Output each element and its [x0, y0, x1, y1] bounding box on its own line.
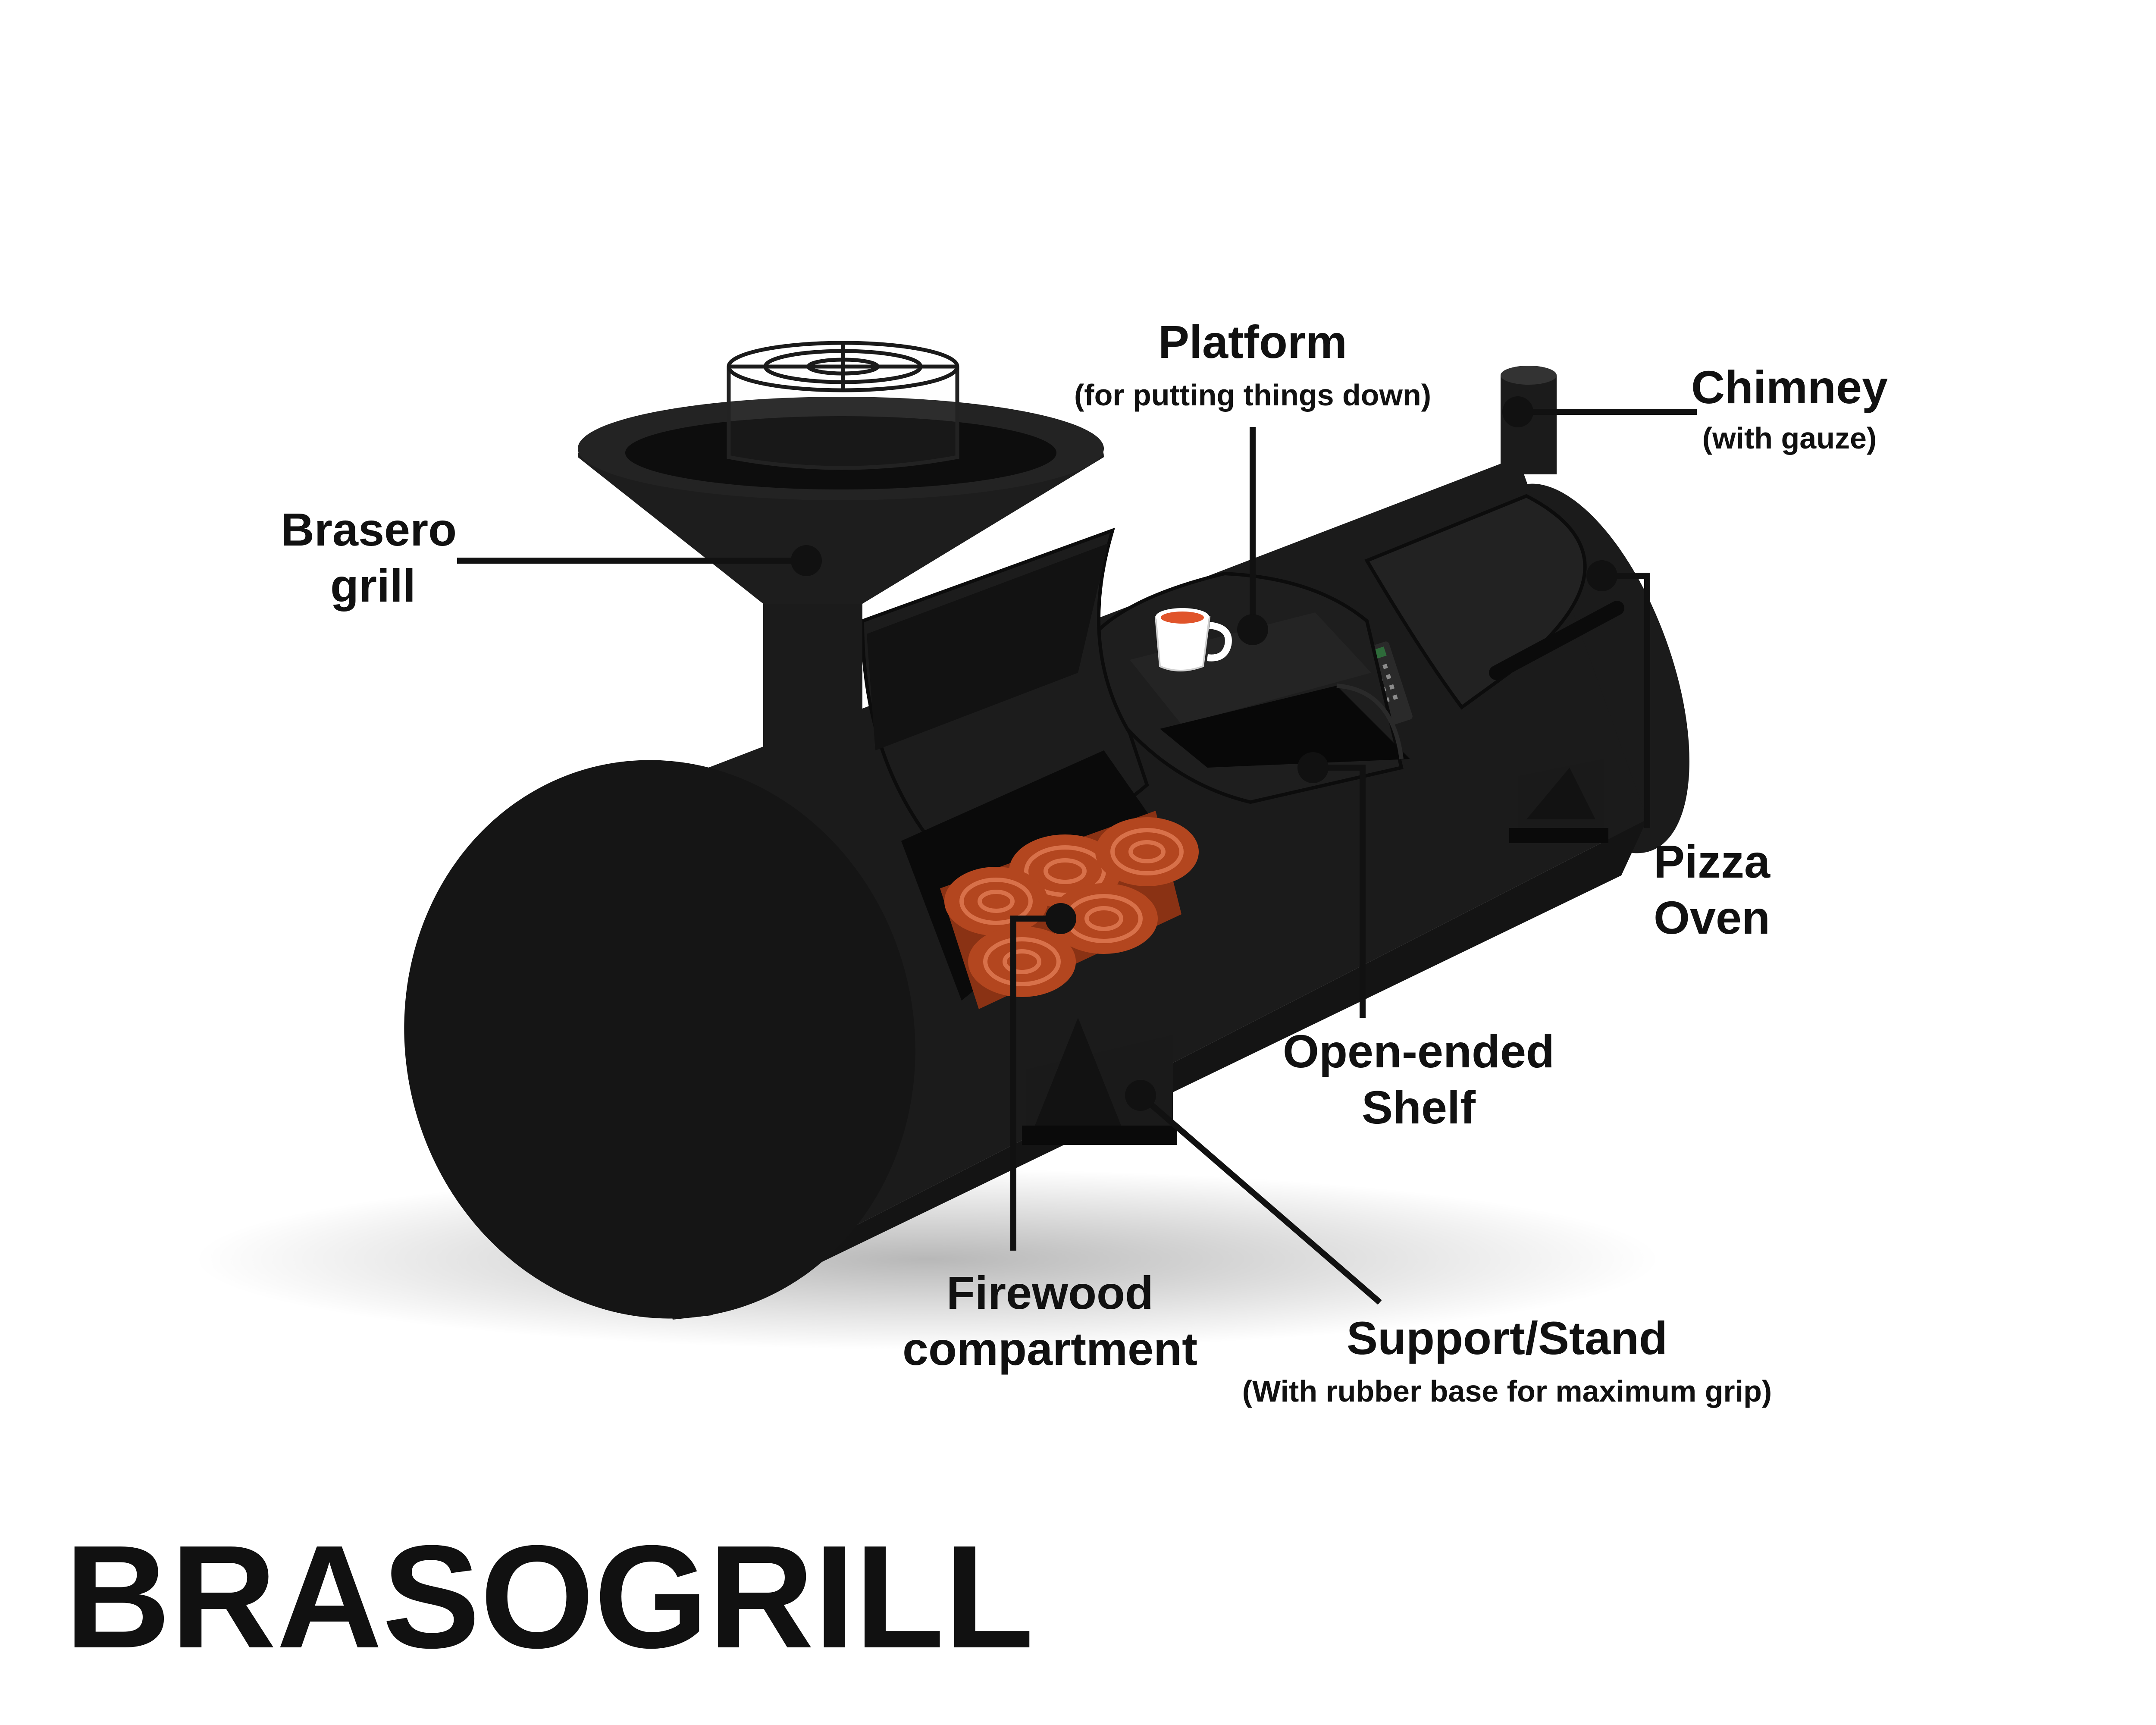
support-base-right — [1509, 828, 1608, 843]
chimney — [1501, 375, 1557, 474]
label-brasero-line2: grill — [330, 559, 416, 612]
label-platform-sub: (for putting things down) — [1074, 378, 1431, 412]
label-chimney: Chimney (with gauze) — [1691, 361, 1888, 455]
leader-dot-chimney — [1502, 396, 1533, 427]
label-shelf-line2: Shelf — [1362, 1081, 1476, 1133]
leader-dot-shelf — [1297, 752, 1329, 783]
leader-lines — [457, 396, 1697, 1305]
label-brasero-grill: Brasero grill — [281, 503, 457, 612]
leader-dot-brasero — [791, 545, 822, 576]
label-pizza-line1: Pizza — [1654, 835, 1771, 888]
label-support-sub: (With rubber base for maximum grip) — [1242, 1374, 1772, 1408]
grill-grate-icon — [727, 341, 959, 470]
label-open-ended-shelf: Open-ended Shelf — [1283, 1025, 1554, 1133]
label-pizza-oven: Pizza Oven — [1654, 835, 1771, 944]
support-base-left — [1022, 1126, 1177, 1145]
open-ended-shelf — [1160, 686, 1410, 768]
label-firewood-line2: compartment — [903, 1323, 1197, 1375]
leader-dot-pizza — [1586, 560, 1617, 591]
label-chimney-line1: Chimney — [1691, 361, 1888, 413]
label-platform-line1: Platform — [1158, 316, 1347, 368]
barrel — [404, 341, 1689, 1320]
leader-dot-firewood — [1045, 903, 1076, 934]
support-stand-left-face — [1035, 1018, 1121, 1126]
label-brasero-line1: Brasero — [281, 503, 457, 555]
label-support-line1: Support/Stand — [1347, 1312, 1667, 1364]
firewood-door-panel — [867, 543, 1108, 750]
leader-support — [1138, 1093, 1382, 1305]
leader-shelf — [1313, 765, 1366, 1018]
firewood-logs-icon — [940, 811, 1199, 1009]
leader-dot-support — [1125, 1080, 1156, 1111]
brasero-neck — [763, 574, 862, 828]
chimney-gauze — [1501, 366, 1557, 385]
label-firewood-line1: Firewood — [946, 1267, 1153, 1319]
platform-slab — [1130, 612, 1371, 724]
label-pizza-line2: Oven — [1654, 891, 1770, 944]
support-stand-right-face — [1526, 768, 1595, 819]
barrel-left-cap — [404, 760, 915, 1319]
page-title: BRASOGRILL — [65, 1515, 1034, 1679]
coffee-cup-icon — [1154, 608, 1232, 671]
leader-dot-platform — [1237, 614, 1268, 645]
label-firewood-compartment: Firewood compartment — [903, 1267, 1197, 1375]
shelf-arch — [1336, 684, 1404, 759]
label-shelf-line1: Open-ended — [1283, 1025, 1554, 1077]
brasero-bowl — [625, 416, 1056, 489]
pizza-oven-handle — [1489, 601, 1624, 680]
label-platform: Platform (for putting things down) — [1074, 316, 1431, 412]
label-support-stand: Support/Stand (With rubber base for maxi… — [1242, 1312, 1772, 1408]
label-chimney-sub: (with gauze) — [1702, 421, 1877, 455]
leader-firewood — [1010, 916, 1061, 1251]
